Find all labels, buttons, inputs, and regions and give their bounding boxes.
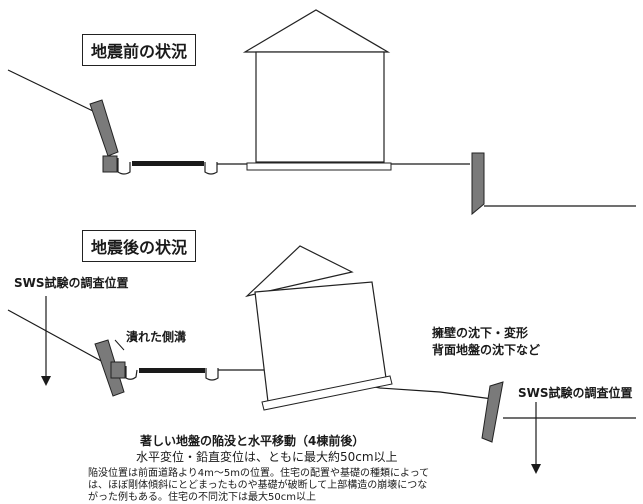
- caption-line1: 著しい地盤の陥没と水平移動（4棟前後）: [140, 434, 365, 448]
- after-house-foundation: [261, 375, 393, 411]
- after-slope-line: [7, 309, 104, 363]
- before-house-foundation: [246, 162, 392, 171]
- caption-line2: 水平変位・鉛直変位は、ともに最大約50cm以上: [136, 450, 398, 464]
- after-retaining-wall-left: [94, 339, 125, 397]
- before-retaining-wall-left: [89, 99, 119, 157]
- crushed-ditch-label: 潰れた側溝: [126, 330, 187, 344]
- wall-label-line1: 擁壁の沈下・変形: [432, 326, 529, 340]
- after-retaining-wall-right: [481, 381, 504, 443]
- before-scene: [7, 9, 636, 216]
- before-house-body: [255, 51, 385, 163]
- caption-line4: は、ほぼ剛体傾斜にとどまったものや基礎が破断して上部構造の崩壊につな: [88, 480, 428, 491]
- before-house-roof: [242, 9, 391, 53]
- after-wall-footing: [110, 361, 126, 379]
- before-slope-line: [7, 69, 96, 113]
- before-retaining-wall-right: [471, 152, 485, 216]
- caption-line3: 陥没位置は前面道路より4m～5mの位置。住宅の配置や基礎の種類によって: [88, 468, 430, 479]
- sws-right-label: SWS試験の調査位置: [518, 386, 633, 400]
- sws-left-label: SWS試験の調査位置: [14, 276, 129, 290]
- after-title: 地震後の状況: [82, 230, 197, 262]
- after-ditch-cover: [139, 368, 205, 373]
- after-ditch-right: [205, 368, 219, 381]
- before-wall-footing: [102, 155, 118, 173]
- ditch-pointer: [114, 339, 125, 351]
- after-scene: [7, 245, 636, 474]
- sws-left-arrow-head: [41, 376, 51, 386]
- before-title: 地震前の状況: [82, 34, 197, 66]
- before-ditch: [117, 158, 131, 175]
- after-crushed-ditch: [125, 366, 138, 380]
- after-house-roof: [244, 245, 354, 298]
- before-ditch-right: [204, 162, 218, 175]
- before-ditch-cover: [132, 161, 204, 166]
- sws-right-arrow-head: [531, 464, 541, 474]
- wall-label-line2: 背面地盤の沈下など: [432, 343, 541, 357]
- caption-line5: がった例もある。住宅の不同沈下は最大50cm以上: [88, 492, 316, 503]
